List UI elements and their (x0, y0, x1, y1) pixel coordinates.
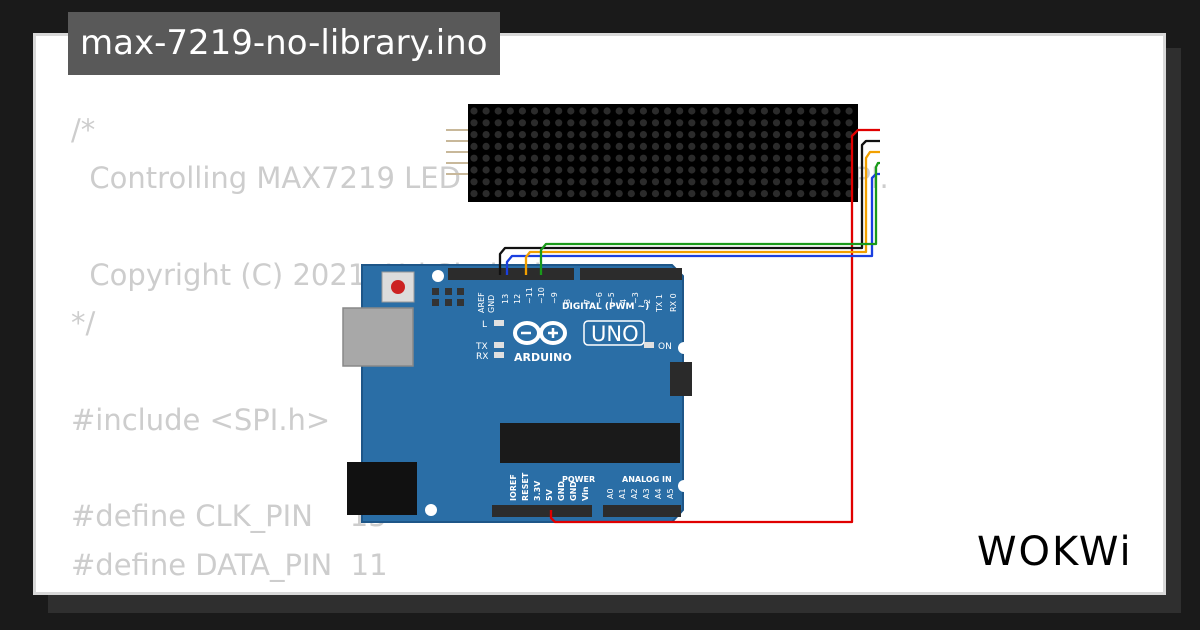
mounting-hole (432, 270, 444, 282)
wokwi-logo-icon: WOKWi (977, 529, 1133, 575)
svg-text:A4: A4 (654, 488, 663, 499)
reset-button[interactable] (391, 280, 405, 294)
svg-text:RESET: RESET (521, 472, 530, 501)
led-matrix-dots (470, 107, 853, 198)
pin-label: ~5 (607, 292, 616, 304)
mounting-hole (678, 342, 690, 354)
analog-label: ANALOG IN (622, 475, 672, 484)
led-rx-label: RX (476, 352, 488, 362)
led-on-label: ON (658, 342, 672, 352)
arduino-logo-icon (513, 321, 567, 345)
pin-label: 4 (619, 299, 628, 304)
led-l-label: L (482, 320, 487, 330)
power-jack (347, 462, 417, 515)
digital-header-right[interactable] (580, 268, 682, 280)
pin-label: 7 (583, 299, 592, 304)
analog-pin-labels: A0 A1 A2 A3 A4 A5 (606, 488, 675, 499)
led-matrix-display (468, 104, 858, 202)
pin-label: 2 (643, 299, 652, 304)
digital-label: DIGITAL (PWM ~) (562, 302, 649, 312)
code-line: #define CLK_PIN 13 (71, 499, 387, 534)
model-label: UNO (591, 322, 639, 346)
max7219-module[interactable] (446, 104, 858, 202)
pin-label: ~3 (631, 292, 640, 304)
mounting-hole (678, 480, 690, 492)
code-line: #define DATA_PIN 11 (71, 547, 388, 582)
logo-text: WOKWi (977, 529, 1133, 575)
svg-text:GND: GND (569, 481, 578, 501)
led-tx-label: TX (475, 342, 488, 352)
svg-text:Vin: Vin (581, 486, 590, 501)
pin-label: TX 1 (655, 294, 664, 313)
pin-label: ~10 (537, 287, 546, 304)
wire-gnd[interactable] (498, 139, 880, 275)
analog-header[interactable] (603, 505, 681, 517)
pin-label: ~6 (595, 292, 604, 304)
svg-text:5V: 5V (545, 488, 554, 501)
svg-text:A3: A3 (642, 488, 651, 499)
sketch-title: max-7219-no-library.ino (68, 12, 500, 75)
arduino-uno-board[interactable]: AREF GND 13 12 ~11 ~10 ~9 8 7 ~6 ~5 4 ~3… (342, 264, 692, 523)
svg-text:A0: A0 (606, 488, 615, 499)
svg-text:A2: A2 (630, 488, 639, 499)
mounting-hole (425, 504, 437, 516)
icsp-header-left (432, 288, 464, 306)
svg-text:3.3V: 3.3V (533, 480, 542, 501)
wire-vcc[interactable] (549, 128, 880, 524)
power-pin-labels: IOREF RESET 3.3V 5V GND GND Vin (509, 472, 590, 501)
aref-label: AREF (477, 292, 486, 313)
code-line: /* (71, 113, 96, 147)
gnd-label: GND (487, 295, 496, 313)
atmega-chip (500, 423, 680, 463)
status-leds (494, 320, 654, 358)
svg-text:A1: A1 (618, 488, 627, 499)
uno-badge (583, 320, 645, 346)
pin-label: 12 (513, 294, 522, 304)
pin-label: RX 0 (669, 293, 678, 312)
brand-label: ARDUINO (514, 351, 572, 364)
wires[interactable] (498, 128, 880, 524)
top-pin-labels: AREF GND 13 12 ~11 ~10 ~9 8 7 ~6 ~5 4 ~3… (477, 287, 678, 313)
power-header[interactable] (492, 505, 592, 517)
pin-label: ~11 (525, 287, 534, 304)
usb-port (342, 307, 414, 367)
code-line: #include <SPI.h> (71, 402, 331, 437)
pin-label: 8 (563, 299, 572, 304)
svg-text:GND: GND (557, 481, 566, 501)
pin-label: 13 (501, 294, 510, 304)
icsp-header-right (670, 362, 692, 396)
wire-cs[interactable] (524, 150, 880, 275)
matrix-left-pins (446, 129, 470, 175)
wire-clk[interactable] (539, 161, 880, 275)
pin-label: ~9 (550, 292, 559, 304)
digital-header-left[interactable] (448, 268, 574, 280)
code-line: */ (71, 306, 96, 341)
svg-text:A5: A5 (666, 488, 675, 499)
svg-text:IOREF: IOREF (509, 474, 518, 501)
power-label: POWER (562, 475, 595, 484)
